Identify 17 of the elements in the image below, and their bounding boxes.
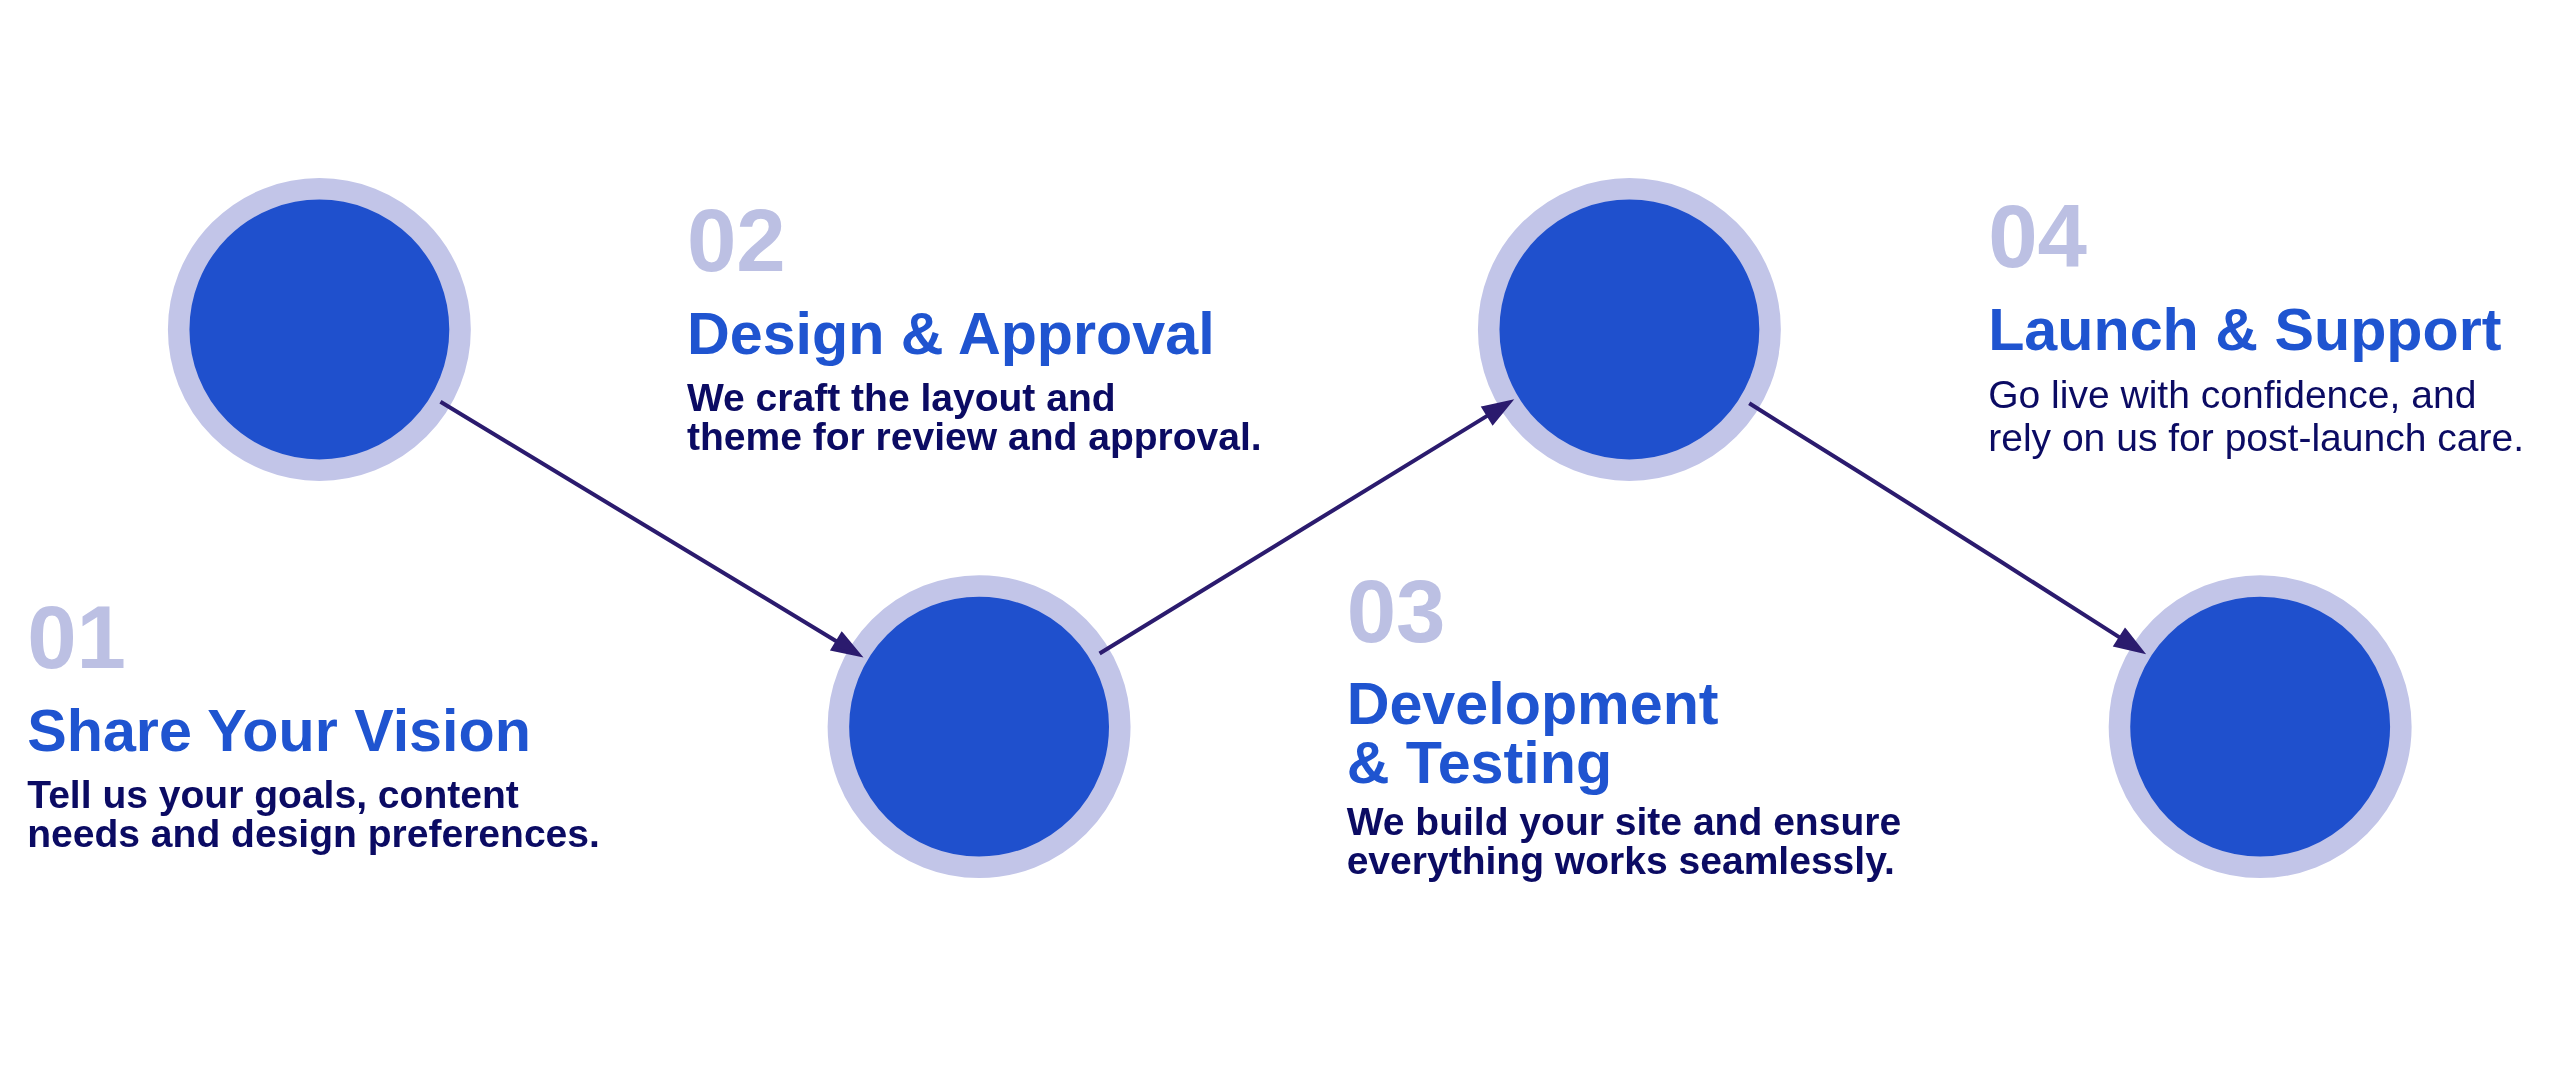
node-label: Tell us your goals, content needs and design preferences. bbox=[27, 772, 600, 855]
arrow bbox=[1748, 401, 2147, 654]
arrow bbox=[1098, 398, 1515, 655]
node-label: 01 bbox=[27, 587, 127, 687]
node-label: Design & Approval bbox=[686, 299, 1215, 367]
node-label: Go live with confidence, and rely on us for post-launch care. bbox=[1988, 372, 2525, 459]
node-circle bbox=[2108, 574, 2412, 878]
node-label: 04 bbox=[1988, 186, 2088, 286]
node-label: We craft the layout and theme for review and approval. bbox=[686, 375, 1262, 458]
node-label: 02 bbox=[686, 190, 786, 290]
node-circle bbox=[167, 177, 471, 481]
node-label: Share Your Vision bbox=[27, 696, 531, 764]
node-label: 03 bbox=[1346, 561, 1446, 661]
node-label: Launch & Support bbox=[1988, 295, 2502, 363]
node-label: We build your site and ensure everything works seamlessly. bbox=[1346, 799, 1902, 882]
arrow bbox=[439, 399, 864, 658]
node-label: Development & Testing bbox=[1346, 669, 1719, 796]
